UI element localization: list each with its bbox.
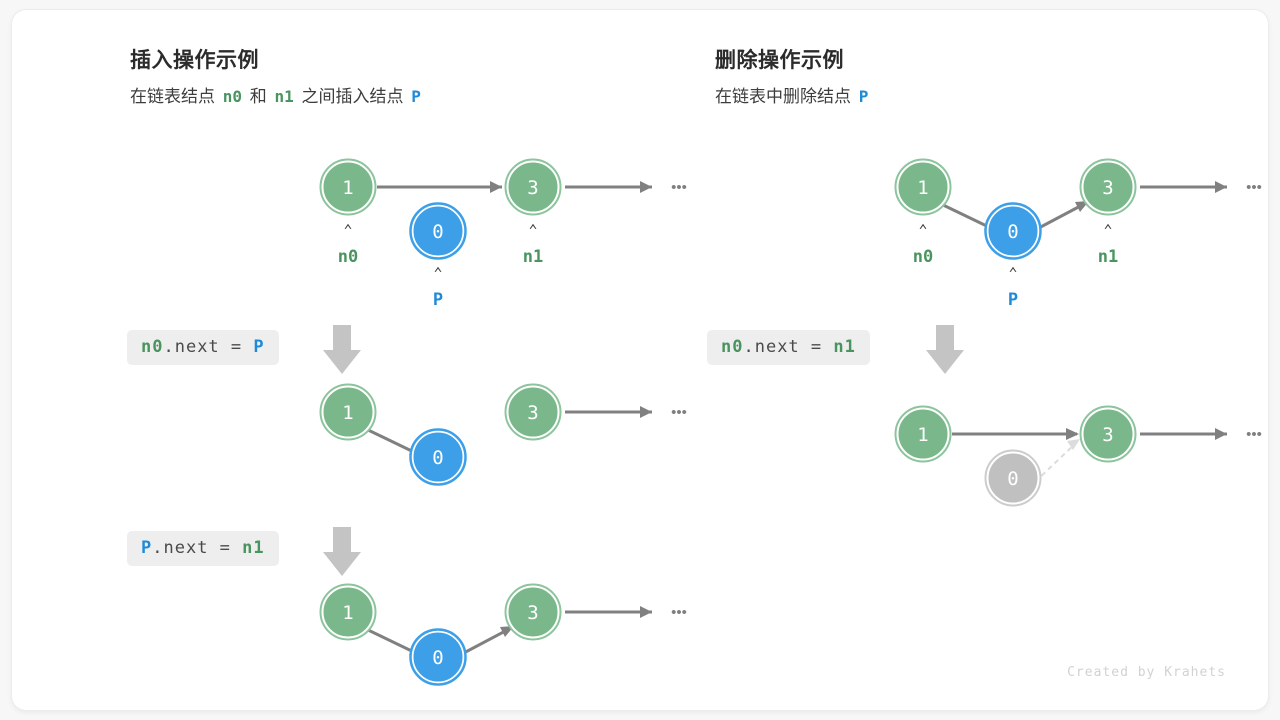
caret-icon-n1: ⌃ <box>528 221 537 239</box>
node-n1: 3 <box>1079 405 1137 463</box>
delete-panel-title: 删除操作示例 <box>715 49 844 72</box>
insert-panel-title: 插入操作示例 <box>130 49 259 72</box>
node-n1: 3 <box>504 383 562 441</box>
node-value: 3 <box>1102 177 1113 199</box>
code-value: n1 <box>242 538 265 558</box>
arrow-n1-to-tail <box>1140 181 1227 193</box>
caret-icon-p: ⌃ <box>433 264 442 282</box>
arrow-n1-to-tail <box>565 181 652 193</box>
down-arrow-step1 <box>317 320 367 380</box>
insert-subtitle-var-n0: n0 <box>222 87 242 106</box>
ellipsis-marker: ••• <box>671 604 687 621</box>
arrow-p-to-n1 <box>1034 201 1089 232</box>
node-n0: 1 <box>894 158 952 216</box>
node-deleted: 0 <box>984 449 1042 507</box>
insert-row-after-step2: ••• 1 0 3 <box>202 575 702 695</box>
node-label-p: P <box>1008 290 1018 310</box>
code-middle: .next = <box>152 538 243 558</box>
code-chip-step2: P.next = n1 <box>127 531 279 566</box>
code-target: n0 <box>141 337 164 357</box>
arrow-p-to-n1 <box>459 626 514 657</box>
arrow-n0-to-n1 <box>377 181 502 193</box>
node-label-p: P <box>433 290 443 310</box>
node-label-n1: n1 <box>1098 247 1118 267</box>
node-p: 0 <box>984 202 1042 260</box>
delete-operation-panel: 删除操作示例 在链表中删除结点 P <box>697 10 1267 710</box>
insert-operation-panel: 插入操作示例 在链表结点 n0 和 n1 之间插入结点 P <box>112 10 702 710</box>
arrow-n0-to-n1 <box>952 428 1079 440</box>
caret-icon-p: ⌃ <box>1008 264 1017 282</box>
ellipsis-marker: ••• <box>671 404 687 421</box>
node-value: 3 <box>527 177 538 199</box>
node-n1: 3 <box>504 583 562 641</box>
node-n1: 3 <box>1079 158 1137 216</box>
node-p: 0 <box>409 428 467 486</box>
code-target: n0 <box>721 337 744 357</box>
code-target: P <box>141 538 153 558</box>
delete-subtitle-part1: 在链表中删除结点 <box>715 87 851 106</box>
caret-icon-n0: ⌃ <box>918 221 927 239</box>
code-chip-step1: n0.next = P <box>127 330 279 365</box>
credit-text: Created by Krahets <box>1067 665 1226 680</box>
down-arrow-icon <box>323 325 361 374</box>
delete-subtitle-var-p: P <box>858 87 869 106</box>
node-n0: 1 <box>319 158 377 216</box>
node-p: 0 <box>409 628 467 686</box>
delete-row-initial: ••• 1 ⌃ n0 0 ⌃ P <box>777 140 1277 320</box>
insert-row-after-step1: ••• 1 0 3 <box>202 375 702 486</box>
node-p: 0 <box>409 202 467 260</box>
node-value: 3 <box>1102 424 1113 446</box>
node-value: 0 <box>432 647 443 669</box>
node-n0: 1 <box>894 405 952 463</box>
node-value: 1 <box>917 177 928 199</box>
down-arrow-icon <box>323 527 361 576</box>
down-arrow-step1 <box>920 320 970 380</box>
node-label-n0: n0 <box>338 247 358 267</box>
node-value: 0 <box>432 221 443 243</box>
diagram-card: 插入操作示例 在链表结点 n0 和 n1 之间插入结点 P <box>12 10 1268 710</box>
arrow-deleted-dashed <box>1034 439 1080 483</box>
node-value: 1 <box>342 602 353 624</box>
arrow-n1-to-tail <box>565 406 652 418</box>
delete-panel-subtitle: 在链表中删除结点 P <box>715 82 871 107</box>
node-n1: 3 <box>504 158 562 216</box>
insert-subtitle-part1: 在链表结点 <box>130 87 215 106</box>
node-label-n1: n1 <box>523 247 543 267</box>
insert-subtitle-var-p: P <box>411 87 421 106</box>
node-n0: 1 <box>319 383 377 441</box>
insert-subtitle-part3: 之间插入结点 <box>301 87 404 106</box>
code-middle: .next = <box>163 337 254 357</box>
code-middle: .next = <box>743 337 834 357</box>
node-value: 3 <box>527 402 538 424</box>
node-n0: 1 <box>319 583 377 641</box>
arrow-n1-to-tail <box>1140 428 1227 440</box>
code-value: P <box>253 337 265 357</box>
delete-row-after: ••• 1 0 <box>777 396 1277 526</box>
down-arrow-step2 <box>317 522 367 582</box>
node-label-n0: n0 <box>913 247 933 267</box>
insert-subtitle-part2: 和 <box>249 87 267 106</box>
node-value: 1 <box>342 177 353 199</box>
caret-icon-n0: ⌃ <box>343 221 352 239</box>
arrow-n1-to-tail <box>565 606 652 618</box>
insert-row-initial: ••• 1 ⌃ n0 0 ⌃ P <box>202 140 702 320</box>
code-chip-step1: n0.next = n1 <box>707 330 870 365</box>
node-value: 0 <box>1007 468 1018 490</box>
node-value: 1 <box>917 424 928 446</box>
ellipsis-marker: ••• <box>671 179 687 196</box>
node-value: 0 <box>1007 221 1018 243</box>
ellipsis-marker: ••• <box>1246 179 1262 196</box>
node-value: 0 <box>432 447 443 469</box>
insert-subtitle-var-n1: n1 <box>274 87 294 106</box>
node-value: 1 <box>342 402 353 424</box>
insert-panel-subtitle: 在链表结点 n0 和 n1 之间插入结点 P <box>130 82 424 107</box>
caret-icon-n1: ⌃ <box>1103 221 1112 239</box>
ellipsis-marker: ••• <box>1246 426 1262 443</box>
down-arrow-icon <box>926 325 964 374</box>
node-value: 3 <box>527 602 538 624</box>
code-value: n1 <box>833 337 856 357</box>
